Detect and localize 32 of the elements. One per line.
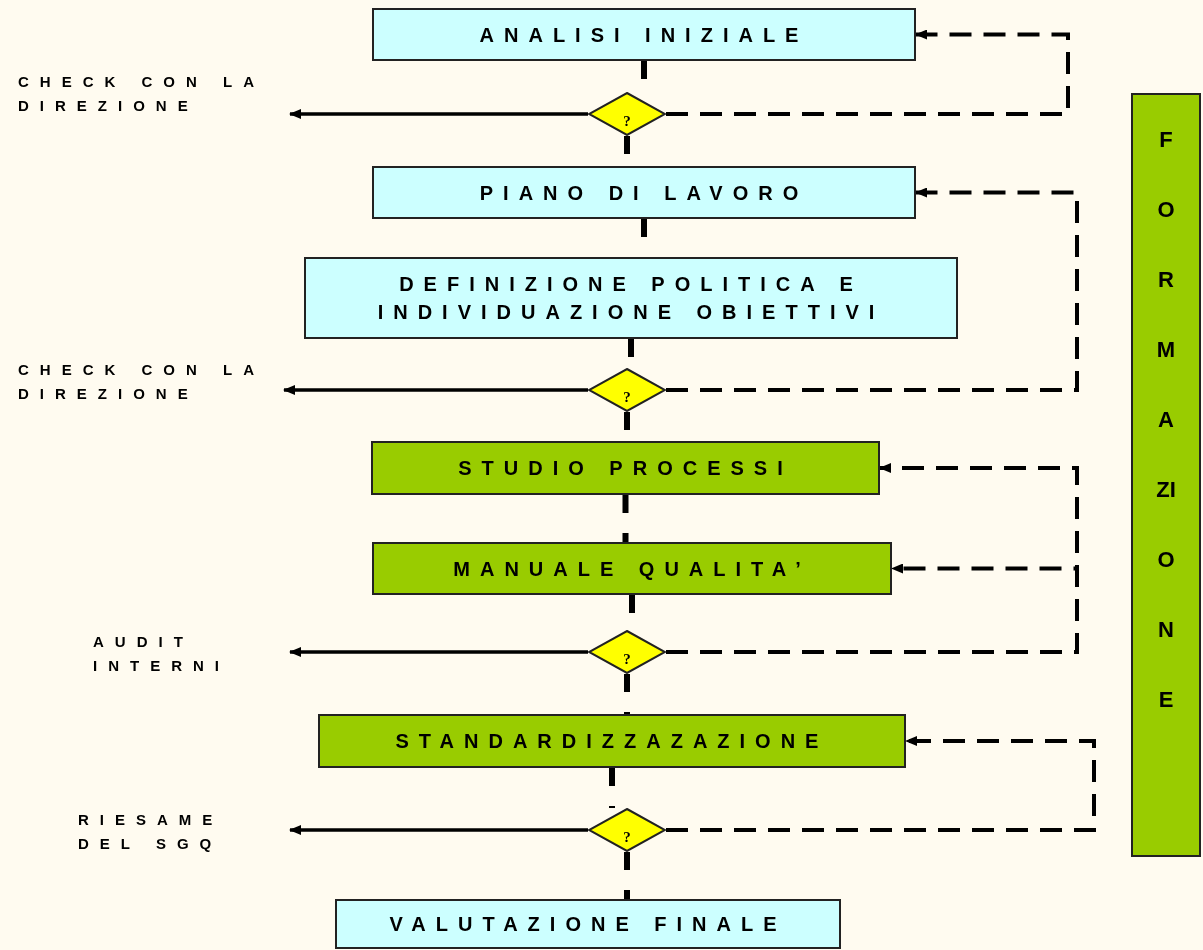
process-box: DEFINIZIONE POLITICA E INDIVIDUAZIONE OBIETTIVI: [304, 257, 958, 339]
process-box: PIANO DI LAVORO: [372, 166, 916, 219]
process-box: ANALISI INIZIALE: [372, 8, 916, 61]
decision-diamond: [588, 808, 666, 852]
decision-diamond: [588, 368, 666, 412]
arrow: [666, 29, 1070, 116]
decision-diamond: [588, 630, 666, 674]
decision-diamond: [588, 92, 666, 136]
training-bar: [1131, 93, 1201, 857]
connector-line: [624, 674, 630, 714]
arrow: [283, 385, 588, 395]
check-label: CHECK CON LA DIREZIONE: [18, 70, 290, 118]
connector-line: [624, 852, 630, 899]
process-box: STUDIO PROCESSI: [371, 441, 880, 495]
process-box: STANDARDIZZAZAZIONE: [318, 714, 906, 768]
connector-line: [609, 768, 615, 808]
question-mark: ?: [623, 112, 631, 130]
question-mark: ?: [623, 650, 631, 668]
process-box: MANUALE QUALITA’: [372, 542, 892, 595]
process-box: VALUTAZIONE FINALE: [335, 899, 841, 949]
check-label: AUDIT INTERNI: [93, 630, 290, 678]
question-mark: ?: [623, 388, 631, 406]
connector-line: [622, 495, 629, 542]
arrow: [289, 647, 588, 657]
check-label: CHECK CON LA DIREZIONE: [18, 358, 284, 406]
arrow: [289, 109, 588, 119]
arrow: [666, 736, 1096, 832]
arrow: [666, 187, 1079, 392]
check-label: RIESAME DEL SGQ: [78, 808, 290, 856]
arrow: [289, 825, 588, 835]
question-mark: ?: [623, 828, 631, 846]
vertical-title: FORMAZIONE: [1155, 126, 1177, 714]
